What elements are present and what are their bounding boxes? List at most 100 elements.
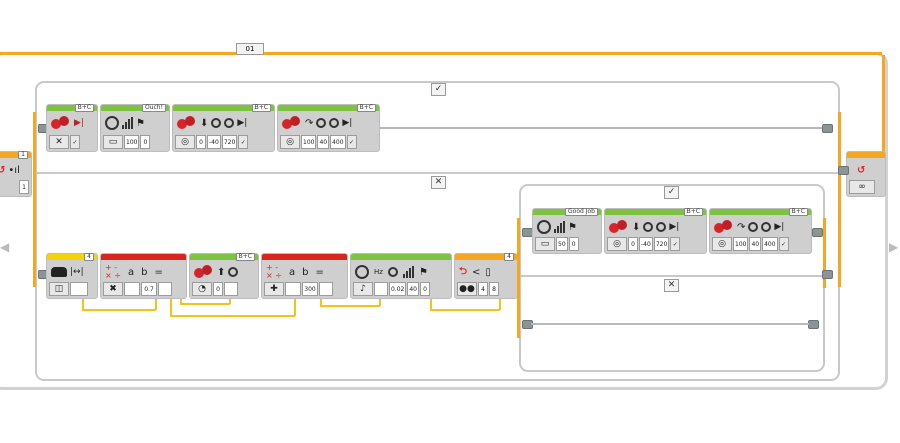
timer-icon xyxy=(387,267,398,277)
loop-back-icon: ↺ xyxy=(857,164,866,176)
inner-sound-play-type[interactable]: 0 xyxy=(568,237,579,251)
mode-off-icon[interactable]: ✕ xyxy=(49,135,69,149)
loop-counter-label[interactable]: 01 xyxy=(236,43,264,55)
folder-icon[interactable]: ▭ xyxy=(535,237,555,251)
steer2-brake[interactable]: ✓ xyxy=(346,135,357,149)
scroll-right-icon[interactable]: ▶ xyxy=(889,240,899,254)
infinity-icon[interactable]: ∞ xyxy=(849,180,875,194)
tone-duration[interactable]: 0.02 xyxy=(389,282,407,296)
math1-a[interactable] xyxy=(124,282,140,296)
switch-top-false-tab[interactable]: ✕ xyxy=(431,176,446,189)
data-wire-3 xyxy=(155,296,157,310)
switch-top-true-tab[interactable]: ✓ xyxy=(431,83,446,96)
switch-compare-icons: ⮌<▯ xyxy=(455,262,491,282)
stop-icon: ▶| xyxy=(74,118,84,128)
flag-icon: ⚑ xyxy=(136,117,145,129)
brake-check[interactable]: ✓ xyxy=(70,135,80,149)
math1-b[interactable]: 0.7 xyxy=(141,282,157,296)
steer1-brake[interactable]: ✓ xyxy=(238,135,249,149)
data-wire-11 xyxy=(320,305,380,307)
compare-port[interactable]: 4 xyxy=(478,282,488,296)
compare-threshold[interactable]: 8 xyxy=(489,282,499,296)
measure-mode-icon[interactable]: ◫ xyxy=(49,282,69,296)
inner-left-rail xyxy=(517,218,520,338)
top-motor-header: B+C xyxy=(47,104,97,112)
inner-sound-volume[interactable]: 50 xyxy=(556,237,568,251)
top-motor-block[interactable]: B+C ▶| ✕✓ xyxy=(46,104,98,152)
loop-start-param[interactable]: 1 xyxy=(19,180,29,194)
inner-steer1-brake[interactable]: ✓ xyxy=(670,237,681,251)
down-arrow-icon: ⬇ xyxy=(632,221,641,233)
steer2-steering[interactable]: 100 xyxy=(301,135,317,149)
steer2-degrees[interactable]: 400 xyxy=(330,135,346,149)
inner-steer1-steering[interactable]: 0 xyxy=(628,237,638,251)
scroll-left-icon[interactable]: ◀ xyxy=(0,240,10,254)
play-tone-icon[interactable]: ♪ xyxy=(353,282,373,296)
inner-steer2-brake[interactable]: ✓ xyxy=(778,237,789,251)
folder-icon[interactable]: ▭ xyxy=(103,135,123,149)
steer-bottom-power[interactable] xyxy=(224,282,238,296)
switch-inner-true-tab[interactable]: ✓ xyxy=(664,186,679,199)
math-icon: + -× ÷ xyxy=(266,263,282,280)
inner-steer2-power[interactable]: 40 xyxy=(749,237,762,251)
data-wire-15 xyxy=(499,296,501,310)
math2-a[interactable] xyxy=(285,282,301,296)
inner-steer1-power[interactable]: -40 xyxy=(639,237,653,251)
math1-result[interactable] xyxy=(158,282,172,296)
add-icon[interactable]: ✚ xyxy=(264,282,284,296)
math1-params: ✖ 0.7 xyxy=(103,282,184,296)
steer2-power[interactable]: 40 xyxy=(317,135,330,149)
mode-degrees-icon[interactable]: ◎ xyxy=(607,237,627,251)
mode-on-icon[interactable]: ◔ xyxy=(192,282,212,296)
math2-b[interactable]: 300 xyxy=(302,282,318,296)
inner-false-wire xyxy=(531,323,809,325)
inner-steer1-degrees[interactable]: 720 xyxy=(653,237,670,251)
sound-volume[interactable]: 100 xyxy=(124,135,140,149)
inner-steer2-degrees[interactable]: 400 xyxy=(762,237,778,251)
steer1-steering[interactable]: 0 xyxy=(196,135,206,149)
tone-play-type[interactable]: 0 xyxy=(420,282,430,296)
inner-sound-header: Good Job xyxy=(533,208,601,216)
mode-degrees-icon[interactable]: ◎ xyxy=(175,135,195,149)
mode-degrees-icon[interactable]: ◎ xyxy=(712,237,732,251)
tone-volume[interactable]: 40 xyxy=(407,282,419,296)
inner-steer1-icons: ⬇▶| xyxy=(605,217,679,237)
math2-result[interactable] xyxy=(319,282,333,296)
inner-steer2-steering[interactable]: 100 xyxy=(733,237,749,251)
mode-degrees-icon[interactable]: ◎ xyxy=(280,135,300,149)
ultrasonic-output[interactable] xyxy=(70,282,88,296)
steer-block-bottom[interactable]: B+C ⬆ ◔0 xyxy=(189,253,259,299)
multiply-icon[interactable]: ✖ xyxy=(103,282,123,296)
steer-bottom-steering[interactable]: 0 xyxy=(213,282,223,296)
tone-frequency[interactable] xyxy=(374,282,388,296)
volume-icon xyxy=(122,117,133,129)
steer1-power[interactable]: -40 xyxy=(207,135,221,149)
speaker-icon xyxy=(105,116,119,130)
switch-inner-false-tab[interactable]: ✕ xyxy=(664,279,679,292)
switch-compare-header: 4 xyxy=(455,253,517,261)
signal-icon: •ıl xyxy=(8,164,20,176)
ultrasonic-sensor-block[interactable]: 4 |↔| ◫ xyxy=(46,253,98,299)
sound-play-type[interactable]: 0 xyxy=(140,135,151,149)
steer1-degrees[interactable]: 720 xyxy=(221,135,238,149)
loop-start-block[interactable]: 1 ↺•ıl 1 xyxy=(0,151,32,197)
loop-end-block[interactable]: ↺ ∞ xyxy=(846,151,886,197)
compare-mode-icon[interactable]: ●● xyxy=(457,282,477,296)
math2-a-label: a xyxy=(288,266,296,278)
